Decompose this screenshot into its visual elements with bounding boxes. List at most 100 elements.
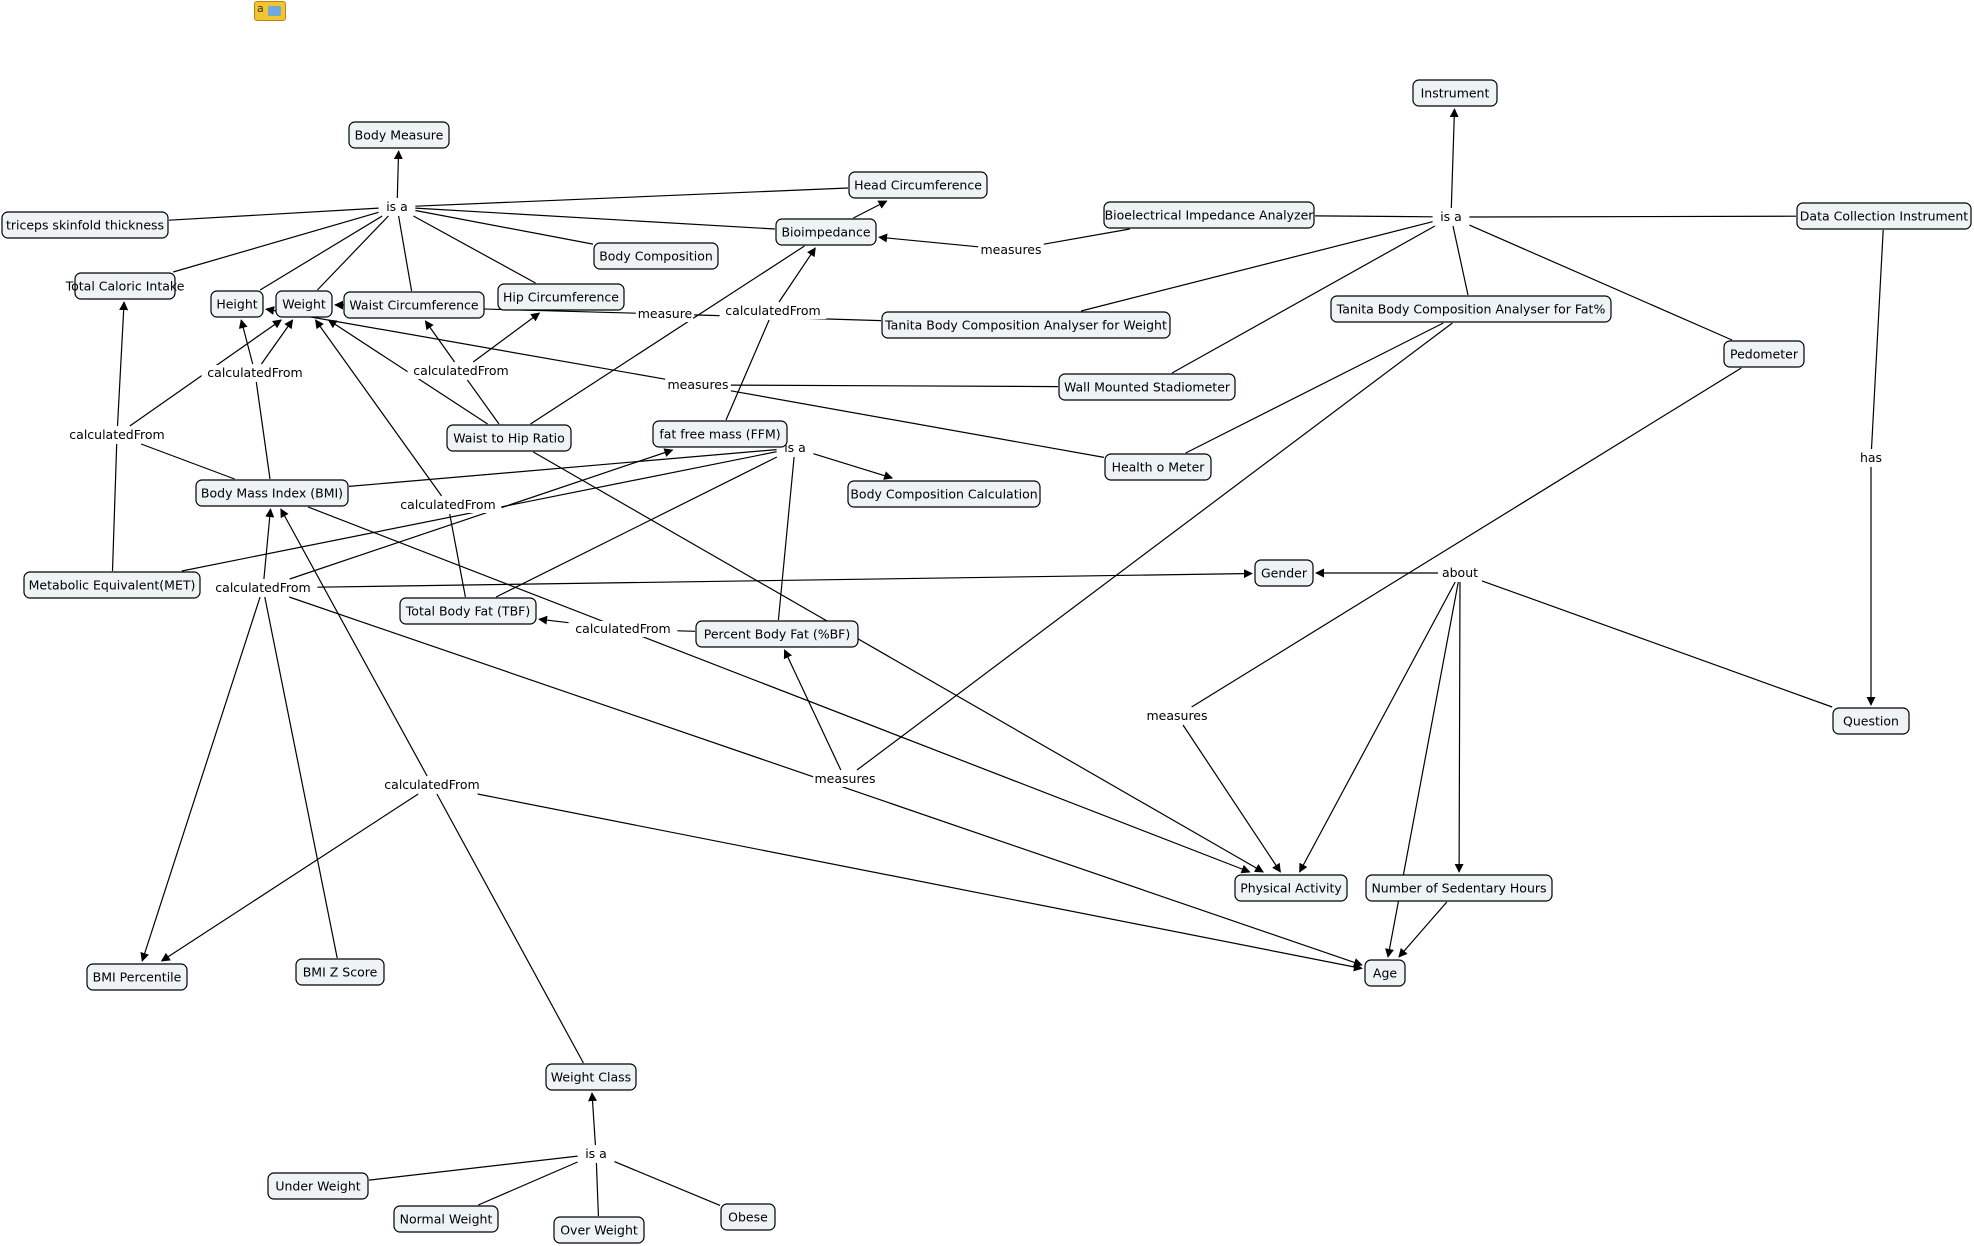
concept-box	[399, 597, 537, 625]
linking-phrase-background	[813, 771, 877, 787]
concept-body-composition[interactable]: Body Composition	[593, 242, 719, 270]
concept-head-circumference[interactable]: Head Circumference	[848, 171, 988, 199]
connection-fat-free-mass-to-calculated-from-ffm	[725, 319, 770, 421]
concept-under-weight[interactable]: Under Weight	[267, 1172, 369, 1200]
connection-percent-body-fat-to-is-a-ffm	[777, 456, 795, 621]
concept-box	[1832, 707, 1910, 735]
connection-calculated-from-bmi-stats-to-gender	[317, 569, 1253, 588]
linking-phrase-is-a-weight-class[interactable]: is a	[578, 1146, 614, 1162]
linking-phrase-has[interactable]: has	[1857, 450, 1885, 466]
concept-label: Normal Weight	[400, 1212, 493, 1227]
connection-tanita-fat-to-is-a-instrument	[1452, 225, 1469, 296]
concept-label: Height	[216, 297, 257, 312]
concept-box	[720, 1203, 776, 1231]
connection-waist-circumference-to-is-a-body	[398, 215, 413, 292]
cmap-app-icon[interactable]: a	[254, 1, 286, 21]
concept-triceps[interactable]: triceps skinfold thickness	[1, 211, 169, 239]
connection-calculated-from-tbf-to-weight	[314, 319, 443, 497]
linking-phrase-label: measures	[814, 771, 875, 786]
concept-health-o-meter[interactable]: Health o Meter	[1104, 453, 1212, 481]
concept-bmi-percentile[interactable]: BMI Percentile	[86, 963, 188, 991]
linking-phrase-label: calculatedFrom	[207, 365, 302, 380]
concept-data-collection-instrument[interactable]: Data Collection Instrument	[1796, 202, 1972, 230]
concept-body-composition-calculation[interactable]: Body Composition Calculation	[847, 480, 1041, 508]
concept-wall-mounted-stadiometer[interactable]: Wall Mounted Stadiometer	[1058, 373, 1236, 401]
concept-label: Body Composition Calculation	[850, 487, 1037, 502]
concept-bioimpedance[interactable]: Bioimpedance	[775, 218, 877, 246]
connection-is-a-weight-class-to-weight-class	[588, 1092, 598, 1146]
connection-bioelectrical-impedance-analyzer-to-measures-bia	[1043, 228, 1130, 245]
connection-wall-mounted-stadiometer-to-is-a-instrument	[1171, 225, 1436, 374]
linking-phrase-label: calculatedFrom	[384, 777, 479, 792]
concept-over-weight[interactable]: Over Weight	[553, 1216, 645, 1244]
concept-box	[1365, 874, 1553, 902]
concept-tanita-weight[interactable]: Tanita Body Composition Analyser for Wei…	[881, 311, 1171, 339]
concept-bmi[interactable]: Body Mass Index (BMI)	[195, 479, 349, 507]
concept-label: fat free mass (FFM)	[659, 427, 780, 442]
connection-about-to-physical-activity	[1299, 581, 1456, 873]
linking-phrase-label: calculatedFrom	[215, 580, 310, 595]
concept-pedometer[interactable]: Pedometer	[1723, 340, 1805, 368]
concept-label: Body Mass Index (BMI)	[201, 486, 343, 501]
concept-age[interactable]: Age	[1364, 959, 1406, 987]
concept-height[interactable]: Height	[210, 290, 264, 318]
concept-hip-circumference[interactable]: Hip Circumference	[497, 283, 625, 311]
concept-body-measure[interactable]: Body Measure	[348, 121, 450, 149]
concept-weight[interactable]: Weight	[275, 290, 333, 318]
connection-measures-pedometer-to-physical-activity	[1182, 724, 1281, 873]
concept-gender[interactable]: Gender	[1254, 559, 1314, 587]
concept-box	[343, 291, 485, 319]
concept-met[interactable]: Metabolic Equivalent(MET)	[23, 571, 201, 599]
concept-box	[1103, 201, 1315, 229]
linking-phrase-calculated-from-pbf[interactable]: calculatedFrom	[569, 621, 677, 637]
linking-phrase-background	[209, 580, 317, 596]
linking-phrase-calculated-from-ffm[interactable]: calculatedFrom	[719, 303, 827, 319]
concept-tanita-fat[interactable]: Tanita Body Composition Analyser for Fat…	[1330, 295, 1612, 323]
linking-phrase-measure-tanita[interactable]: measure	[636, 306, 694, 322]
concept-label: Health o Meter	[1112, 460, 1206, 475]
linking-phrase-measures-pedometer[interactable]: measures	[1145, 708, 1209, 724]
linking-phrase-about[interactable]: about	[1439, 565, 1481, 581]
concept-label: Bioimpedance	[781, 225, 870, 240]
linking-phrase-calculated-from-whr[interactable]: calculatedFrom	[407, 363, 515, 379]
connection-head-circumference-to-is-a-body	[415, 187, 849, 207]
concept-label: Total Caloric Intake	[65, 279, 185, 294]
concept-bmi-z-score[interactable]: BMI Z Score	[295, 958, 385, 986]
concept-question[interactable]: Question	[1832, 707, 1910, 735]
concept-waist-circumference[interactable]: Waist Circumference	[343, 291, 485, 319]
linking-phrase-background	[1439, 565, 1481, 581]
linking-phrase-is-a-body[interactable]: is a	[379, 199, 415, 215]
linking-phrase-calculated-from-tbf[interactable]: calculatedFrom	[394, 497, 502, 513]
linking-phrase-label: measures	[667, 377, 728, 392]
linking-phrase-calculated-from-weight-class[interactable]: calculatedFrom	[378, 777, 486, 793]
linking-phrase-calculated-from-bmi[interactable]: calculatedFrom	[201, 365, 309, 381]
concept-waist-to-hip-ratio[interactable]: Waist to Hip Ratio	[446, 424, 572, 452]
concept-label: Total Body Fat (TBF)	[405, 604, 530, 619]
concept-obese[interactable]: Obese	[720, 1203, 776, 1231]
concept-percent-body-fat[interactable]: Percent Body Fat (%BF)	[695, 620, 859, 648]
connection-is-a-ffm-to-body-composition-calculation	[813, 453, 894, 480]
concept-label: Head Circumference	[854, 178, 982, 193]
concept-label: Percent Body Fat (%BF)	[704, 627, 851, 642]
linking-phrase-calculated-from-bmi-stats[interactable]: calculatedFrom	[209, 580, 317, 596]
linking-phrase-is-a-instrument[interactable]: is a	[1433, 209, 1469, 225]
concept-fat-free-mass[interactable]: fat free mass (FFM)	[652, 420, 788, 448]
concept-weight-class[interactable]: Weight Class	[545, 1063, 637, 1091]
concept-physical-activity[interactable]: Physical Activity	[1234, 874, 1348, 902]
concept-total-caloric-intake[interactable]: Total Caloric Intake	[65, 272, 185, 300]
connection-calculated-from-bmi-stats-to-fat-free-mass	[289, 448, 674, 580]
concept-normal-weight[interactable]: Normal Weight	[393, 1205, 499, 1233]
concept-box	[545, 1063, 637, 1091]
concept-sedentary-hours[interactable]: Number of Sedentary Hours	[1365, 874, 1553, 902]
concept-bioelectrical-impedance-analyzer[interactable]: Bioelectrical Impedance Analyzer	[1103, 201, 1315, 229]
linking-phrase-measures-bia[interactable]: measures	[979, 242, 1043, 258]
connection-waist-to-hip-ratio-to-bioimpedance	[530, 245, 805, 425]
linking-phrase-measures-tanita-fat[interactable]: measures	[813, 771, 877, 787]
linking-phrase-background	[394, 497, 502, 513]
concept-instrument[interactable]: Instrument	[1412, 79, 1498, 107]
concept-total-body-fat[interactable]: Total Body Fat (TBF)	[399, 597, 537, 625]
linking-phrase-calculated-from-met[interactable]: calculatedFrom	[63, 427, 171, 443]
linking-phrase-measures-height[interactable]: measures	[666, 377, 730, 393]
connection-obese-to-is-a-weight-class	[614, 1161, 721, 1206]
